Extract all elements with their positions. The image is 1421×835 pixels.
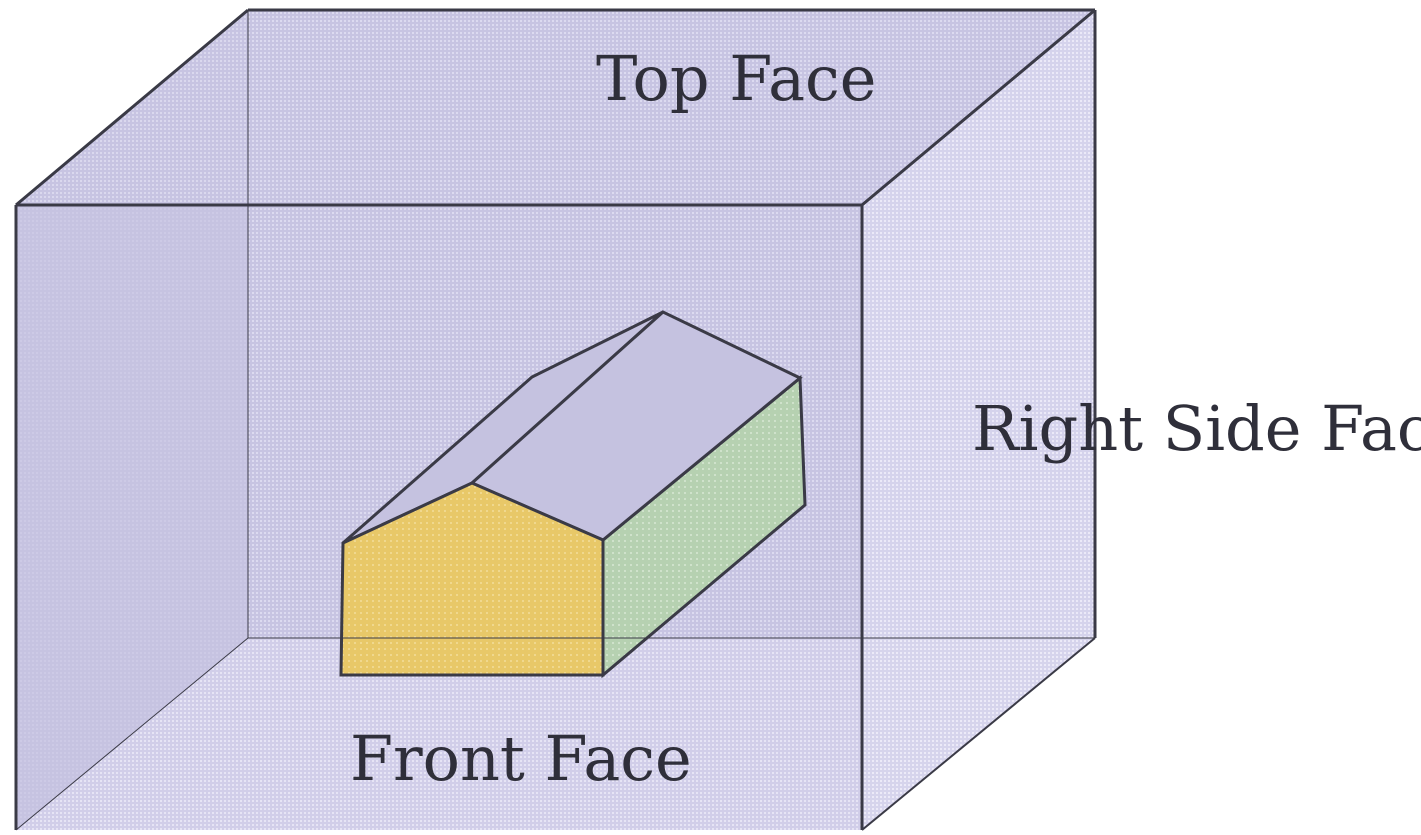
right-side-face bbox=[862, 10, 1095, 830]
box-edges bbox=[14, 8, 1097, 831]
house-front-wall bbox=[339, 481, 605, 677]
top-face bbox=[16, 10, 1095, 205]
house-object bbox=[339, 310, 807, 679]
top-face-label: Top Face bbox=[596, 42, 877, 115]
front-face-label: Front Face bbox=[350, 722, 692, 795]
right-side-face-label: Right Side Face bbox=[972, 392, 1421, 465]
